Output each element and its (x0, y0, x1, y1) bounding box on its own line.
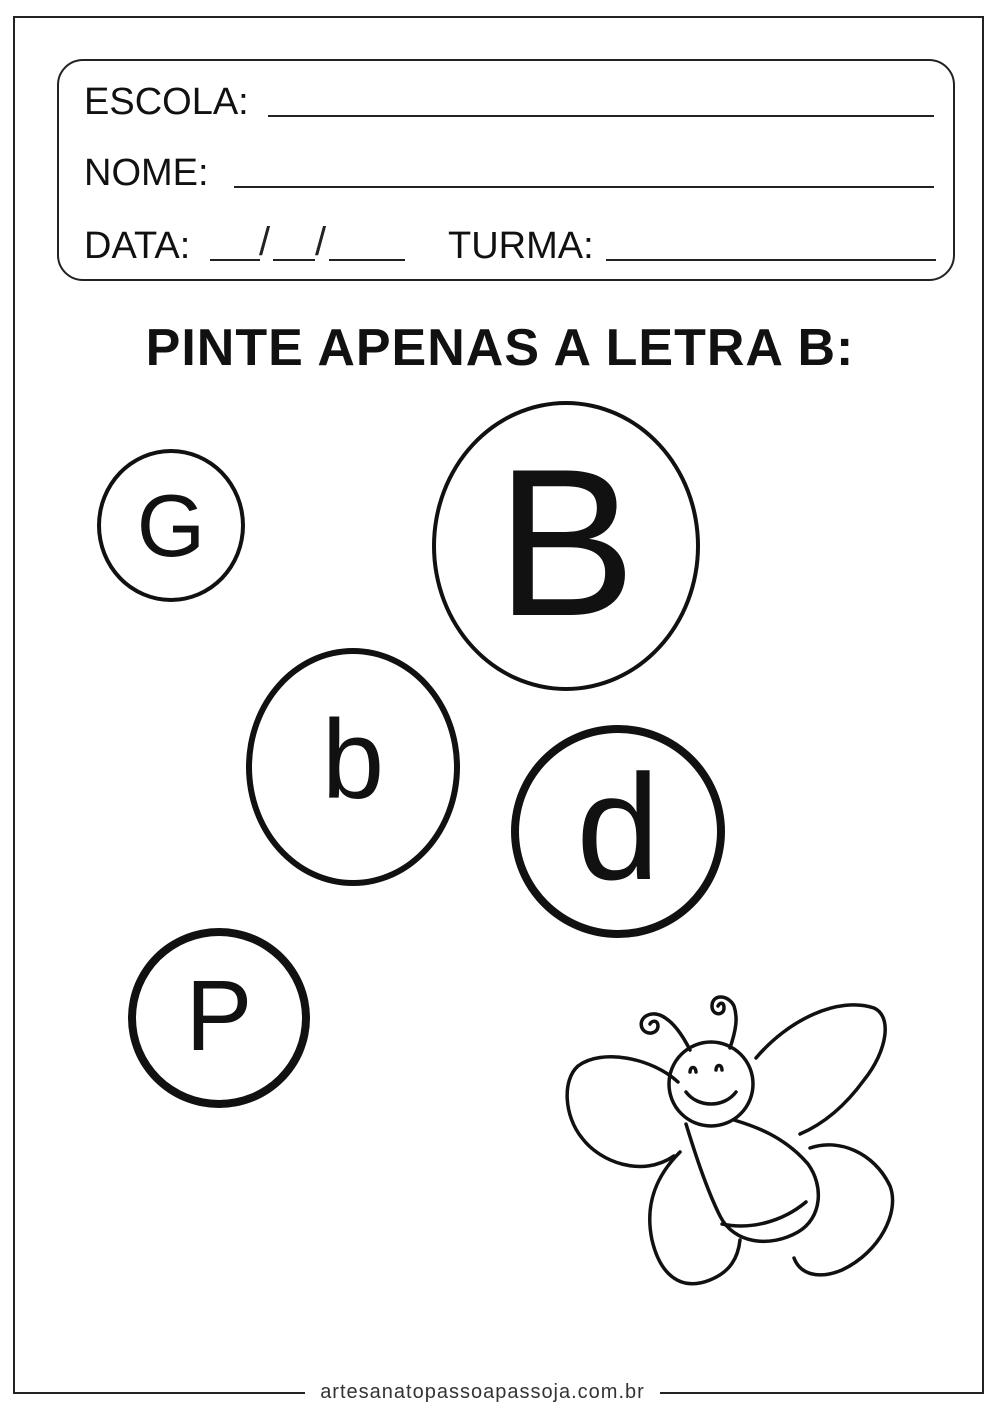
school-label: ESCOLA: (84, 81, 249, 123)
date-day-field[interactable] (210, 259, 260, 261)
letter-bubble-g[interactable]: G (97, 449, 245, 602)
instruction-title: PINTE APENAS A LETRA B: (145, 319, 855, 377)
footer-divider-right (660, 1392, 984, 1394)
letter-bubble-lowercase-b[interactable]: b (246, 648, 460, 886)
letter-bubble-d[interactable]: d (511, 725, 725, 938)
class-field[interactable] (606, 259, 936, 261)
date-year-field[interactable] (329, 259, 405, 261)
class-label: TURMA: (448, 225, 594, 267)
school-field[interactable] (268, 115, 934, 117)
letter-d: d (576, 742, 660, 911)
name-label: NOME: (84, 152, 209, 194)
footer-divider-left (13, 1392, 305, 1394)
letter-uppercase-b: B (495, 425, 637, 660)
page-border (13, 16, 984, 1394)
letter-g: G (136, 475, 206, 575)
name-field[interactable] (234, 186, 934, 188)
letter-bubble-uppercase-b[interactable]: B (432, 401, 700, 691)
letter-bubble-p[interactable]: P (128, 928, 310, 1108)
letter-lowercase-b: b (321, 697, 385, 822)
date-separator: / (315, 220, 327, 264)
butterfly-icon (565, 995, 895, 1286)
date-month-field[interactable] (273, 259, 315, 261)
letter-p: P (185, 960, 253, 1072)
student-info-box (57, 59, 955, 281)
date-separator: / (259, 220, 271, 264)
date-label: DATA: (84, 225, 191, 267)
footer-website: artesanatopassoapassoja.com.br (320, 1381, 645, 1403)
